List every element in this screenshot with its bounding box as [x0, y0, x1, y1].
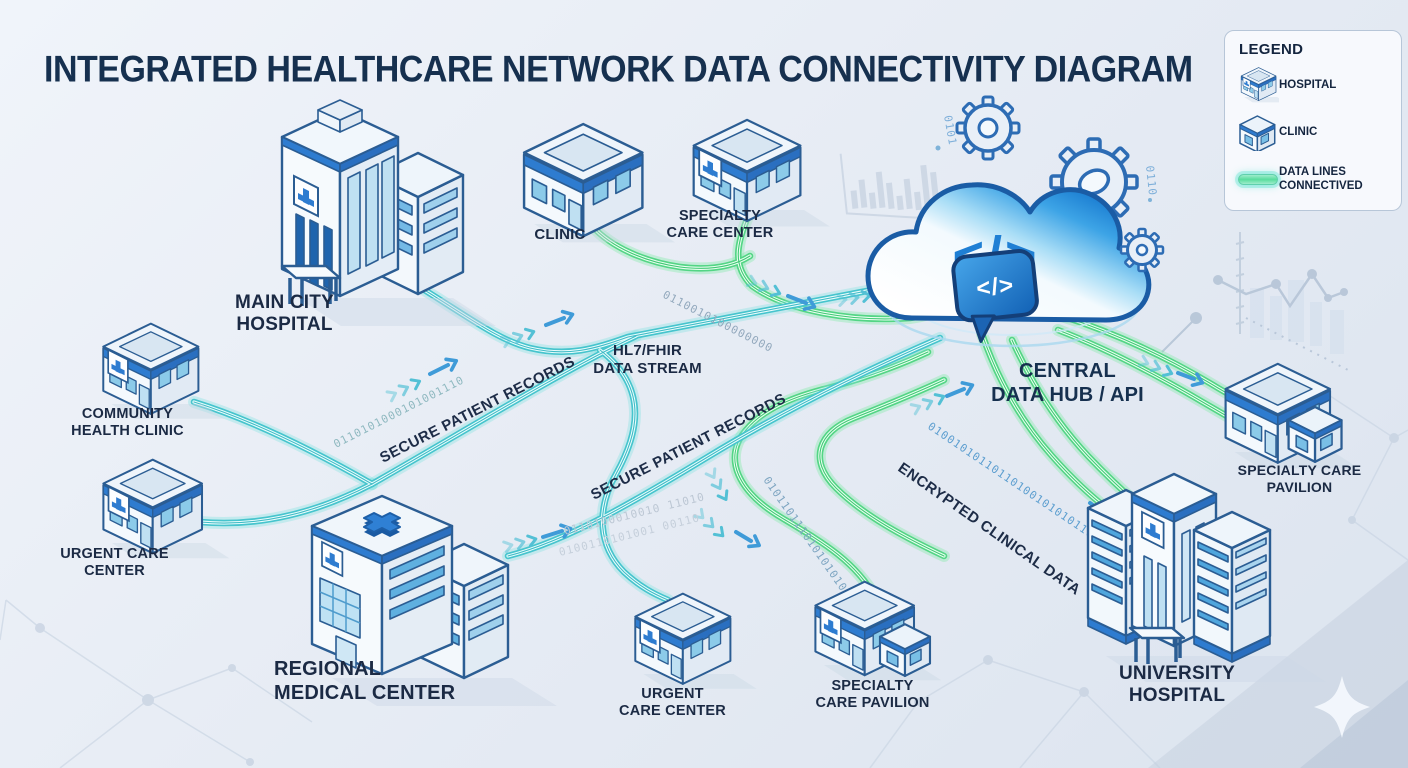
gear-icon [955, 95, 1021, 161]
legend-panel: LEGEND HOSPITAL CLINIC DATA LINES CONNEC… [1224, 30, 1402, 211]
building-urgent-care-center-left [102, 458, 231, 560]
building-specialty-care-pavilion-bottom [814, 580, 943, 682]
label-community-health-clinic: COMMUNITY HEALTH CLINIC [71, 406, 184, 440]
hospital-cube-icon [1237, 66, 1279, 104]
flow-label-secure-patient-records-2: SECURE PATIENT RECORDS [588, 390, 789, 503]
label-clinic: CLINIC [534, 226, 586, 243]
arrow-icon [428, 355, 459, 376]
label-university-hospital: UNIVERSITY HOSPITAL [1118, 663, 1236, 707]
code-speech-bubble: </> [951, 249, 1039, 343]
label-central-data-hub: CENTRAL DATA HUB / API [991, 360, 1144, 406]
label-hl7-fhir-data-stream: HL7/FHIR DATA STREAM [593, 342, 702, 377]
legend-item-label: HOSPITAL [1279, 78, 1337, 91]
faint-line-chart [1161, 232, 1353, 373]
label-specialty-care-pavilion-bottom: SPECIALTY CARE PAVILION [815, 678, 930, 712]
legend-item-label: CLINIC [1279, 125, 1318, 138]
network-mesh-bottom-right [869, 655, 1161, 768]
label-urgent-care-center-bottom: URGENT CARE CENTER [619, 686, 726, 720]
building-university-hospital [1086, 472, 1326, 682]
building-regional-medical-center [310, 494, 557, 706]
label-specialty-care-pavilion-right: SPECIALTY CARE PAVILION [1237, 462, 1362, 495]
building-main-city-hospital [280, 99, 496, 326]
label-regional-medical-center: REGIONAL MEDICAL CENTER [274, 658, 456, 704]
label-specialty-care-center: SPECIALTY CARE CENTER [666, 208, 774, 242]
building-specialty-care-pavilion-right [1224, 362, 1360, 470]
binary-stream-tiny: 0110 [1143, 165, 1159, 197]
building-urgent-care-center-bottom [634, 592, 758, 690]
label-main-city-hospital: MAIN CITY HOSPITAL [235, 292, 334, 336]
building-clinic [522, 122, 677, 244]
legend-item-data-lines: DATA LINES CONNECTIVED [1237, 160, 1391, 198]
legend-item-clinic: CLINIC [1237, 113, 1391, 151]
data-line-swatch [1237, 160, 1279, 198]
code-brackets-icon: </> [975, 272, 1015, 303]
central-data-hub: </> </> [865, 95, 1165, 348]
legend-item-label: DATA LINES CONNECTIVED [1279, 165, 1363, 192]
label-urgent-care-center-left: URGENT CARE CENTER [60, 546, 169, 580]
legend-item-hospital: HOSPITAL [1237, 66, 1391, 104]
network-mesh-bottom-left [0, 599, 313, 768]
clinic-cube-icon [1237, 113, 1279, 151]
background-decor [0, 153, 1408, 768]
binary-stream-tiny: 0101 [941, 114, 959, 146]
legend-heading: LEGEND [1239, 41, 1304, 58]
gear-icon [1119, 227, 1165, 273]
flow-label-encrypted-clinical-data: ENCRYPTED CLINICAL DATA [895, 459, 1084, 598]
page-title: INTEGRATED HEALTHCARE NETWORK DATA CONNE… [44, 48, 1193, 90]
sparkle-decoration [1314, 676, 1370, 738]
